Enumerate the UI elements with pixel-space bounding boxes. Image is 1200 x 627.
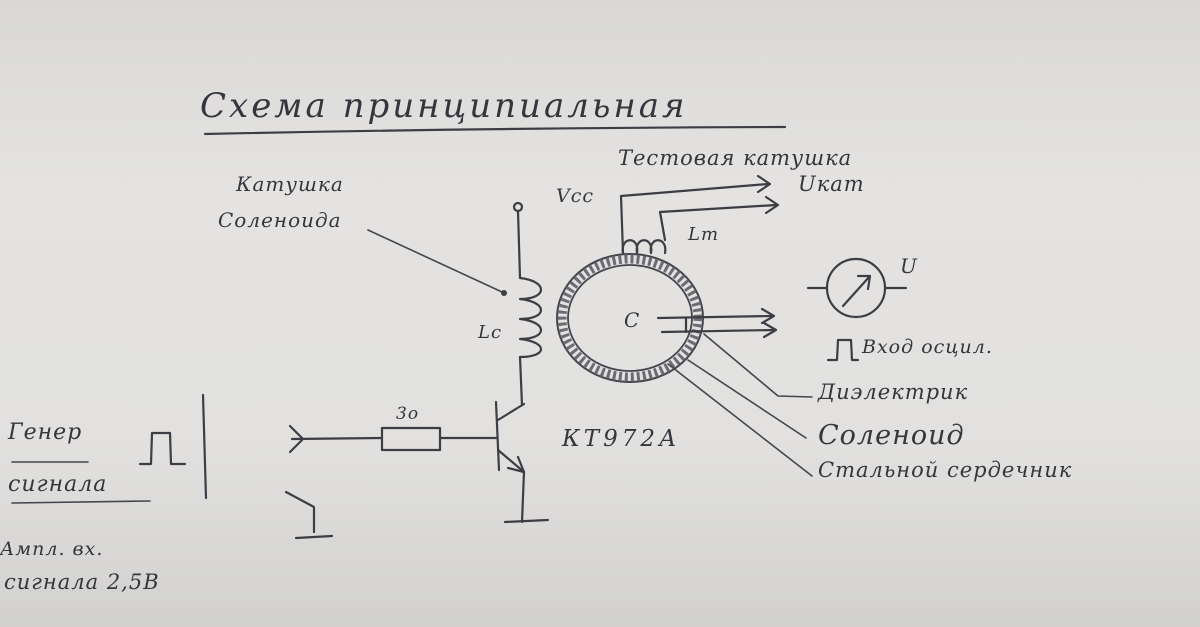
solenoid-leader — [687, 359, 807, 439]
ground-icon — [503, 518, 550, 524]
capacitor-arrow-1 — [760, 307, 776, 325]
inductor-icon — [518, 276, 542, 359]
vcc-terminal — [512, 201, 524, 213]
resistor-icon — [380, 426, 442, 452]
amplitude-label-line2: сигнала 2,5В — [4, 570, 160, 594]
voltmeter-label: U — [900, 254, 918, 278]
generator-label-line2: сигнала — [8, 472, 108, 497]
amplitude-label-line1: Ампл. вх. — [0, 538, 104, 560]
capacitor-arrow-2 — [762, 321, 778, 339]
input-arrow — [288, 424, 305, 454]
vcc-label: Vcc — [556, 185, 595, 207]
capacitor-label: C — [624, 308, 641, 332]
scope-pulse-icon — [826, 338, 860, 362]
title-underline — [203, 125, 787, 136]
test-coil-lead-2-arrow — [764, 195, 780, 215]
solenoid-coil-leader — [367, 229, 503, 293]
dielectric-leader — [703, 333, 813, 398]
solenoid-coil-label-line1: Катушка — [236, 172, 344, 196]
capacitor-plate-top — [656, 314, 774, 320]
steel-core-label: Стальной сердечник — [818, 458, 1073, 482]
page-title: Схема принципиальная — [200, 86, 688, 126]
solenoid-label: Соленоид — [818, 420, 965, 451]
test-coil-lead-1-arrow — [756, 174, 772, 194]
generator-label-line1: Генер — [8, 420, 83, 445]
generator-separator — [201, 393, 208, 500]
coil-to-transistor-wire — [518, 355, 524, 407]
capacitor-plate-bottom — [660, 328, 776, 334]
test-coil-label: Тестовая катушка — [618, 146, 853, 170]
generator-underline — [11, 500, 151, 504]
test-coil-lead-2 — [658, 203, 778, 242]
pulse-icon — [138, 431, 187, 466]
lt-label: Lт — [688, 224, 720, 245]
scope-input-label: Вход осцил. — [862, 336, 993, 358]
dielectric-label: Диэлектрик — [818, 380, 969, 404]
transistor-icon — [494, 400, 526, 474]
transistor-label: КТ972А — [562, 426, 681, 452]
steel-core-leader — [667, 363, 813, 477]
emitter-wire — [520, 470, 526, 524]
voltmeter-icon — [806, 257, 908, 319]
input-wire — [290, 436, 384, 441]
lc-label: Lс — [478, 322, 503, 343]
supply-wire — [516, 209, 522, 280]
resistor-label: 3о — [396, 404, 420, 424]
solenoid-coil-label-line2: Соленоида — [218, 208, 342, 232]
u-kat-label: Uкат — [798, 172, 865, 196]
input-ground-icon — [284, 490, 334, 540]
solenoid-coil-leader-dot — [501, 290, 507, 296]
test-coil-icon — [621, 239, 667, 255]
test-coil-lead-1 — [619, 182, 770, 255]
